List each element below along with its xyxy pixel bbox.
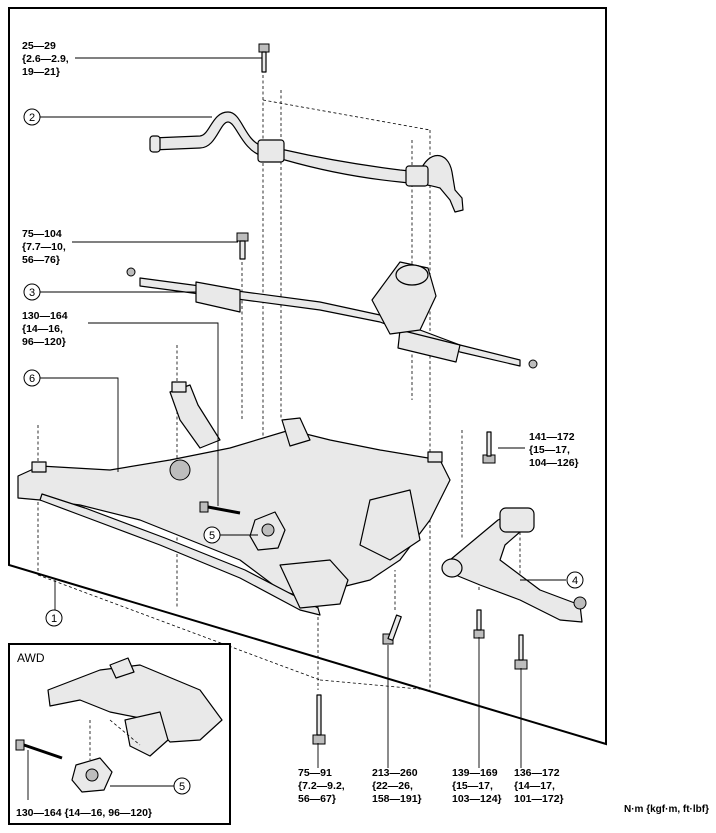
callout-5: 5 — [203, 526, 221, 544]
callout-6: 6 — [23, 369, 41, 387]
torque-label-130-164: 130—164 {14—16, 96—120} — [22, 310, 68, 348]
torque-141-172-line-2: {15—17, — [529, 444, 570, 456]
callout-3: 3 — [23, 283, 41, 301]
bolt-lower-arm-front-2 — [514, 634, 528, 670]
callout-1: 1 — [45, 609, 63, 627]
callout-2: 2 — [23, 108, 41, 126]
torque-130-164-line-1: 130—164 — [22, 310, 68, 322]
torque-label-25-29: 25—29 {2.6—2.9, 19—21} — [22, 40, 69, 78]
torque-141-172-line-1: 141—172 — [529, 431, 575, 443]
stabilizer-bar — [149, 111, 464, 213]
awd-title: AWD — [17, 651, 45, 665]
torque-75-104-line-2: {7.7—10, — [22, 241, 66, 253]
torque-label-139-169: 139—169 {15—17, 103—124} — [452, 767, 502, 805]
torque-75-104-line-3: 56—76} — [22, 254, 60, 266]
torque-141-172-line-3: 104—126} — [529, 457, 579, 469]
torque-label-75-91: 75—91 {7.2—9.2, 56—67} — [298, 767, 345, 805]
leader-lines — [40, 57, 566, 768]
torque-label-213-260: 213—260 {22—26, 158—191} — [372, 767, 422, 805]
bolt-stabilizer-bracket — [258, 43, 270, 73]
awd-inset: AWD 5 130—164 {14—16, 96—120} — [8, 643, 231, 825]
bolt-steering-gear — [236, 232, 249, 260]
torque-213-260-line-3: 158—191} — [372, 793, 422, 805]
callout-4-label: 4 — [572, 575, 578, 587]
steering-gear — [126, 261, 538, 369]
bolt-mount — [199, 501, 241, 515]
lower-arm — [441, 507, 587, 623]
torque-130-164-line-2: {14—16, — [22, 323, 63, 335]
torque-75-91-line-2: {7.2—9.2, — [298, 780, 345, 792]
torque-75-91-line-1: 75—91 — [298, 767, 332, 779]
bolt-lower-arm-rear — [482, 431, 496, 464]
awd-mount — [71, 757, 113, 793]
torque-label-75-104: 75—104 {7.7—10, 56—76} — [22, 228, 66, 266]
bolt-crossmember-front — [312, 694, 326, 745]
callout-5-label: 5 — [209, 530, 215, 542]
torque-label-141-172: 141—172 {15—17, 104—126} — [529, 431, 579, 469]
callout-5-awd-label: 5 — [179, 781, 185, 793]
awd-crossmember — [47, 657, 223, 760]
engine-mount — [249, 511, 286, 551]
bolt-lower-arm-front-1 — [473, 609, 485, 639]
torque-136-172-line-2: {14—17, — [514, 780, 555, 792]
torque-25-29-line-3: 19—21} — [22, 66, 60, 78]
torque-75-104-line-1: 75—104 — [22, 228, 62, 240]
callout-3-label: 3 — [29, 287, 35, 299]
awd-torque-label: 130—164 {14—16, 96—120} — [16, 807, 152, 819]
units-note: N·m {kgf·m, ft·lbf} — [624, 804, 709, 815]
torque-139-169-line-3: 103—124} — [452, 793, 502, 805]
torque-136-172-line-3: 101—172} — [514, 793, 564, 805]
torque-label-136-172: 136—172 {14—17, 101—172} — [514, 767, 564, 805]
torque-213-260-line-1: 213—260 — [372, 767, 418, 779]
callout-2-label: 2 — [29, 112, 35, 124]
torque-136-172-line-1: 136—172 — [514, 767, 560, 779]
torque-139-169-line-1: 139—169 — [452, 767, 498, 779]
torque-25-29-line-1: 25—29 — [22, 40, 56, 52]
torque-139-169-line-2: {15—17, — [452, 780, 493, 792]
bolt-crossmember-rear — [382, 614, 402, 645]
torque-213-260-line-2: {22—26, — [372, 780, 413, 792]
main-diagram-frame — [8, 7, 607, 746]
torque-130-164-line-3: 96—120} — [22, 336, 66, 348]
callout-1-label: 1 — [51, 613, 57, 625]
awd-mount-bolt — [15, 739, 63, 760]
callout-4: 4 — [566, 571, 584, 589]
front-crossmember — [17, 381, 451, 616]
torque-25-29-line-2: {2.6—2.9, — [22, 53, 69, 65]
torque-75-91-line-3: 56—67} — [298, 793, 336, 805]
callout-6-label: 6 — [29, 373, 35, 385]
